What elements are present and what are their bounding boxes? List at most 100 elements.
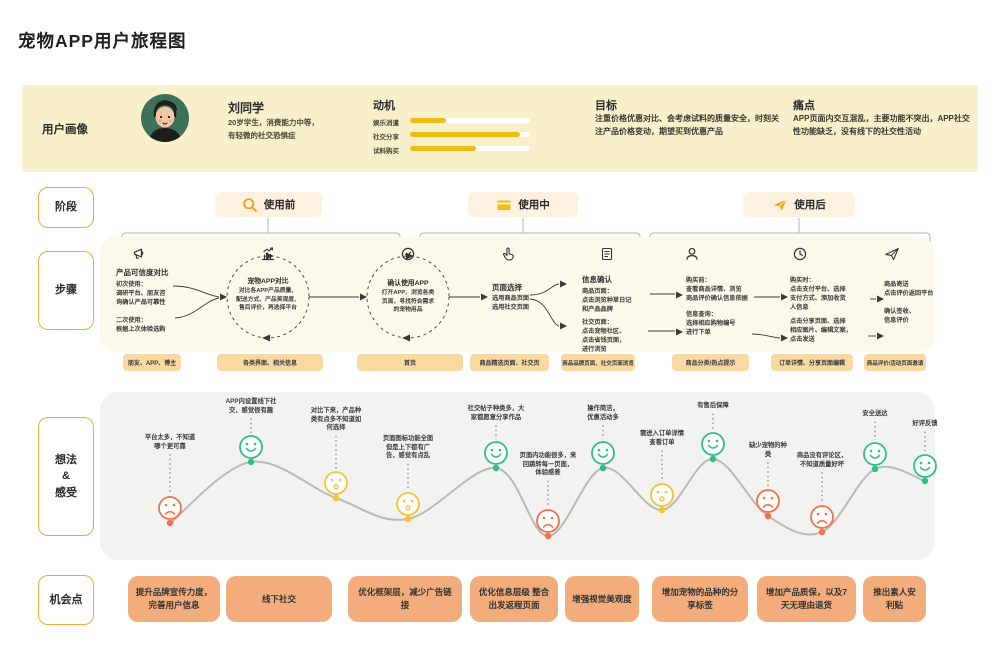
- feeling-note: 页面内功能很多，来 回跳转每一页面， 体验感差: [519, 452, 577, 476]
- feeling-note: APP内设置线下社 交，感觉很有趣: [225, 398, 277, 414]
- opportunity-chip: 提升品牌宣传力度，完善用户信息: [128, 576, 220, 622]
- curve-point: [492, 464, 500, 472]
- step-info-confirm-block: 信息确认 商品页面： 点击浏览种草日记 和产品品牌 社交页面： 点击宠物社区、 …: [582, 275, 664, 355]
- step-page-select-block: 页面选择 选用商品页面 选用社交页面: [492, 283, 556, 313]
- step-heading: 页面选择: [492, 283, 522, 292]
- curve-point: [166, 519, 174, 527]
- goals-text: 注重价格优惠对比、会考虑试料的质量安全，时刻关注产品价格变动，期望买到优惠产品: [595, 114, 779, 136]
- feeling-note: 好评反馈: [912, 420, 938, 427]
- steps-rail-label: 步骤: [38, 251, 94, 330]
- send-icon: [885, 248, 899, 261]
- step-body: 确认签收、 信息评价: [884, 307, 915, 324]
- clock-icon: [793, 247, 807, 261]
- flow-connectors: [172, 252, 884, 342]
- stage-chip-before: 使用前: [215, 192, 322, 217]
- touchpoint-chip: 商品评价/活动页面邀请: [864, 354, 926, 371]
- curve-point: [658, 506, 666, 514]
- opportunity-chip: 增加产品质保，以及7天无理由退货: [757, 576, 856, 622]
- touchpoint-chip: 订单详情、分享页面编辑: [771, 354, 853, 371]
- happy-face-icon: [913, 454, 937, 478]
- check-icon: [401, 247, 415, 261]
- persona-description: 20岁学生，消费能力中等， 有轻微的社交恐惧症: [228, 118, 319, 140]
- stage-chip-label: 使用前: [263, 199, 296, 211]
- plane-icon: [773, 198, 788, 210]
- chart-icon: [261, 247, 275, 261]
- opportunity-chip: 增强视觉美观度: [565, 576, 639, 622]
- feeling-note: 安全送达: [862, 410, 888, 417]
- persona-section: 用户画像 刘同学 20岁学生，消费能力中等， 有轻微的社交恐惧: [22, 85, 978, 172]
- curve-point: [332, 494, 340, 502]
- step-body: 商品寄送 点击评价返回平台: [884, 281, 934, 297]
- curve-point: [871, 465, 879, 473]
- neutral-face-icon: [650, 483, 674, 507]
- curve-point: [544, 532, 552, 540]
- sad-face-icon: [810, 505, 834, 529]
- step-heading: 确认使用APP: [387, 280, 429, 287]
- stage-rail-label: 阶段: [38, 187, 94, 228]
- step-purchase-block: 购买时： 点击支付平台、选择 支付方式、添加收货 人信息 点击分享页面、选择 相…: [790, 277, 868, 345]
- opportunity-chip: 优化信息层级 整合出发返程页面: [470, 576, 558, 622]
- feeling-note: 社交帖子种类多，大 家都愿意分享作品: [467, 405, 525, 421]
- feelings-rail-label: 想法 & 感受: [38, 417, 94, 536]
- happy-face-icon: [701, 432, 725, 456]
- step-heading: 信息确认: [582, 275, 612, 284]
- feeling-note: 缺少宠物的种 类: [749, 442, 787, 458]
- motivation-bar-row: 娱乐消遣: [373, 117, 533, 127]
- happy-face-icon: [591, 441, 615, 465]
- opportunity-chip: 增加宠物的品种的分享标签: [652, 576, 748, 622]
- step-body: 打开APP、浏览各类 页面，寻找符合需求 的宠物用品: [381, 290, 435, 314]
- step-body: 点击分享页面、选择 相应图片、编辑文案， 点击发送: [790, 317, 852, 343]
- touchpoint-chip: 朋友、APP、博主: [123, 354, 181, 371]
- motivation-bar-fill: [410, 132, 521, 137]
- pains-text: APP页面内交互混乱，主要功能不突出，APP社交性功能缺乏，没有线下的社交性活动: [793, 114, 970, 136]
- stage-chip-after: 使用后: [743, 192, 855, 217]
- feeling-note: 有售后保障: [697, 402, 729, 409]
- curve-point: [764, 512, 772, 520]
- sad-face-icon: [158, 496, 182, 520]
- step-delivery-block: 商品寄送 点击评价返回平台 确认签收、 信息评价: [884, 281, 936, 326]
- stage-chip-during: 使用中: [468, 192, 578, 217]
- step-body: 购买前： 查看商品详情、浏览 商品评价确认信息依据: [686, 277, 748, 302]
- neutral-face-icon: [324, 471, 348, 495]
- step-body: 二次使用： 根据上次体验选购: [116, 316, 166, 333]
- card-icon: [497, 200, 511, 210]
- motivation-bar-fill: [410, 118, 446, 123]
- curve-point: [599, 464, 607, 472]
- motivation-bar-track: [410, 118, 530, 123]
- step-heading: 宠物APP对比: [247, 278, 289, 285]
- step-body: 购买时： 点击支付平台、选择 支付方式、添加收货 人信息: [790, 277, 846, 311]
- feeling-note: 页面图标功能全面 但是上下都有广 告，感觉有点乱: [382, 435, 434, 459]
- persona-name: 刘同学: [228, 101, 265, 115]
- motivation-bar-label: 娱乐消遣: [373, 120, 399, 127]
- step-heading: 产品可信度对比: [116, 268, 169, 277]
- curve-point: [818, 528, 826, 536]
- step-body: 对比各APP产品质量、 配送方式、产品美观度、 售后评价，再选择平台: [236, 288, 300, 312]
- touchpoint-chip: 各类界面、相关信息: [217, 354, 323, 371]
- neutral-face-icon: [396, 492, 420, 516]
- sad-face-icon: [536, 509, 560, 533]
- megaphone-icon: [133, 248, 144, 259]
- feeling-note: 需进入订单详情 查看订单: [639, 430, 685, 446]
- feeling-note: 操作简洁， 优惠活动多: [587, 405, 619, 421]
- curve-point: [709, 455, 717, 463]
- touchpoint-chip: 商品品牌页面、社交页面浏览: [561, 354, 635, 371]
- motivation-bar-label: 试料购买: [373, 148, 399, 155]
- emotion-curve: [158, 413, 937, 540]
- steps-section: 产品可信度对比 初次使用： 调研平台、朋友咨 询确认产品可靠性 二次使用： 根据…: [100, 237, 936, 355]
- stage-chip-label: 使用后: [794, 199, 826, 211]
- step-body: 选用商品页面 选用社交页面: [492, 294, 530, 311]
- opportunity-chip: 线下社交: [226, 576, 332, 622]
- opportunities-rail-label: 机会点: [38, 575, 94, 625]
- feeling-note: 对比下来，产品种 类有点多不知道如 何选择: [310, 407, 362, 431]
- sad-face-icon: [756, 489, 780, 513]
- step-body: 初次使用： 调研平台、朋友咨 询确认产品可靠性: [116, 280, 166, 306]
- opportunity-chip: 优化框架层，减少广告链接: [348, 576, 462, 622]
- avatar: [141, 94, 189, 142]
- touchpoint-chip: 首页: [357, 354, 463, 371]
- person-icon: [686, 247, 698, 260]
- step-compare-block: 产品可信度对比 初次使用： 调研平台、朋友咨 询确认产品可靠性 二次使用： 根据…: [116, 268, 211, 335]
- stage-chip-label: 使用中: [518, 199, 550, 211]
- doc-icon: [601, 247, 613, 261]
- step-body: 社交页面： 点击宠物社区、 点击省钱页面， 进行浏览: [582, 318, 626, 353]
